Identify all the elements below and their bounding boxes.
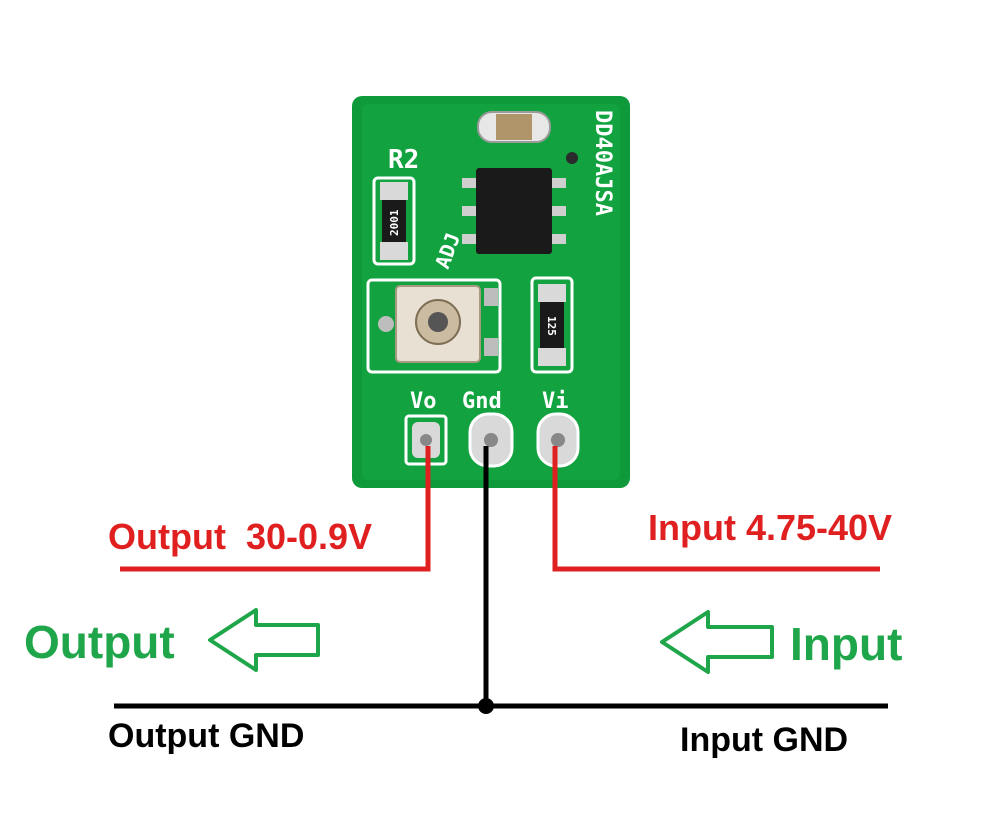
output-gnd-label: Output GND: [108, 717, 304, 755]
silk-res-lower: 125: [545, 316, 558, 336]
pcb-board: R2 2001 ADJ DD40AJSA: [352, 96, 630, 488]
resistor-upper: 2001: [372, 176, 416, 266]
silk-res-upper: 2001: [388, 209, 401, 236]
silk-pin-vo: Vo: [410, 389, 437, 414]
input-label: Input: [790, 618, 902, 670]
ground-junction-dot: [478, 698, 494, 714]
ic-chip: [462, 152, 578, 254]
output-voltage-wire: [120, 446, 431, 572]
wires: [114, 446, 888, 714]
potentiometer: [366, 278, 502, 374]
silk-model: DD40AJSA: [590, 110, 615, 216]
input-gnd-label: Input GND: [680, 721, 848, 759]
silk-pin-vi: Vi: [542, 389, 569, 414]
silk-r2: R2: [388, 145, 419, 175]
capacitor: [477, 111, 551, 143]
output-label: Output: [24, 616, 175, 668]
output-arrow-icon: [208, 608, 320, 672]
input-arrow-icon: [660, 610, 774, 674]
input-range-label: Input 4.75-40V: [648, 507, 892, 548]
pin-pads: [404, 412, 580, 468]
output-range-label: Output 30-0.9V: [108, 516, 372, 557]
input-voltage-wire: [552, 446, 880, 572]
silk-pin-gnd: Gnd: [462, 389, 502, 414]
resistor-lower: 125: [530, 276, 574, 374]
